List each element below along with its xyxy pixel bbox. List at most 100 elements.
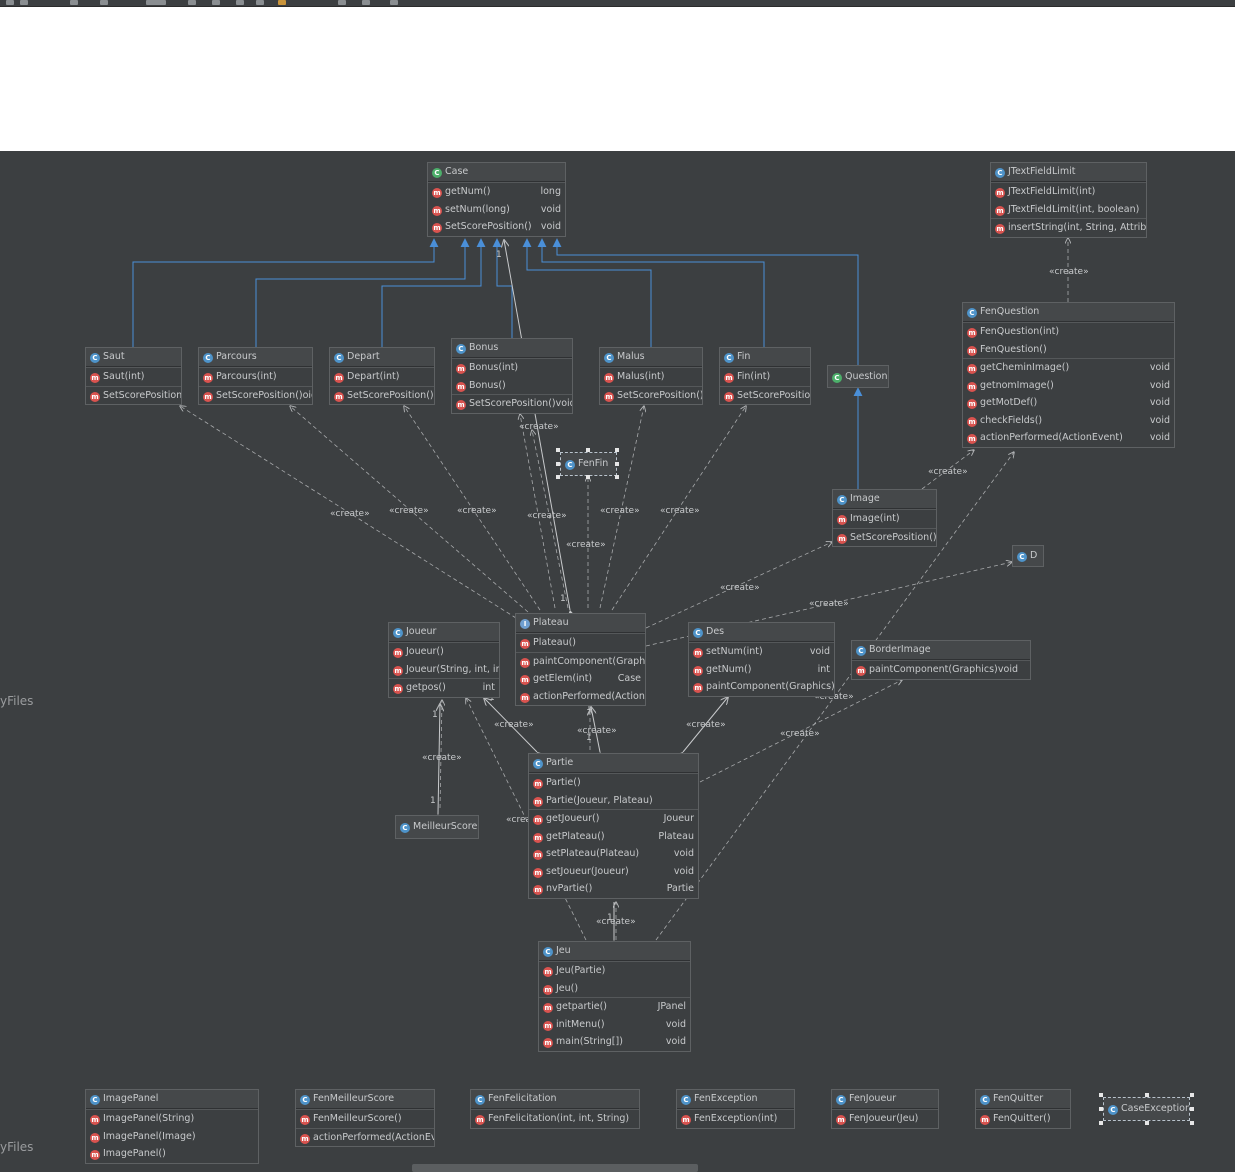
selection-handle[interactable] <box>1099 1093 1103 1097</box>
toolbar-button[interactable] <box>212 0 220 5</box>
selection-handle[interactable] <box>1145 1093 1149 1097</box>
toolbar-button[interactable] <box>338 0 346 5</box>
toolbar-button[interactable] <box>362 0 370 5</box>
toolbar-button[interactable] <box>6 0 14 5</box>
selection-handle[interactable] <box>1190 1107 1194 1111</box>
selection-handle[interactable] <box>1145 1121 1149 1125</box>
selection-handle[interactable] <box>615 448 619 452</box>
selection-handle[interactable] <box>615 462 619 466</box>
selection-handle[interactable] <box>1190 1093 1194 1097</box>
toolbar-button[interactable] <box>146 0 166 5</box>
selection-handle[interactable] <box>556 462 560 466</box>
selection-handle[interactable] <box>1099 1107 1103 1111</box>
selection-handle[interactable] <box>556 448 560 452</box>
selection-handle[interactable] <box>586 475 590 479</box>
toolbar-button[interactable] <box>256 0 264 5</box>
toolbar-button[interactable] <box>188 0 196 5</box>
toolbar-button[interactable] <box>100 0 108 5</box>
toolbar-button[interactable] <box>20 0 28 5</box>
selection-handle[interactable] <box>586 448 590 452</box>
selection-handle[interactable] <box>556 475 560 479</box>
toolbar-button[interactable] <box>390 0 398 5</box>
selection-handle[interactable] <box>1099 1121 1103 1125</box>
